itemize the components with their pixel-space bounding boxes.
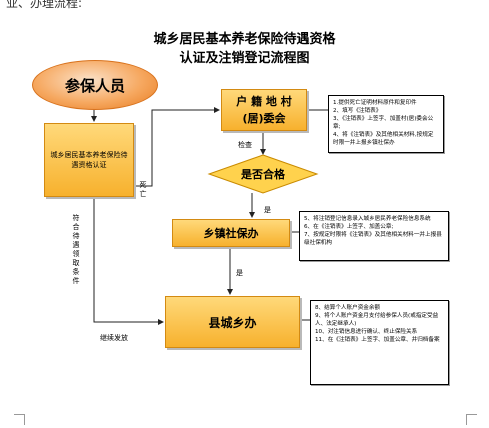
page-corner-mark-left bbox=[14, 414, 25, 425]
note1-step-4: 4、将《注销表》及其他相关材料,按规定时限一并上报乡镇社保办 bbox=[333, 132, 434, 146]
box-village-committee: 户 籍 地 村 (居)委会 bbox=[221, 89, 307, 131]
arrow-death-to-huji bbox=[134, 107, 220, 187]
note2-step-6: 6、在《注销表》上签字、加盖公章; bbox=[304, 224, 394, 230]
box-township-office: 乡镇社保办 bbox=[172, 219, 290, 247]
note2-step-5: 5、将注销登记信息录入城乡居民养老保险信息系统 bbox=[304, 216, 431, 222]
label-yes-1: 是 bbox=[264, 206, 271, 214]
cut-off-top-text: 业、办理流程: bbox=[6, 0, 83, 10]
note2-step-7: 7、按规定时限将《注销表》及其他相关材料一并上报县级社保机构 bbox=[304, 232, 442, 246]
decision-diamond bbox=[207, 154, 319, 194]
label-check: 检查 bbox=[238, 141, 252, 149]
note3-step-8: 8、结算个人账户资金余额 bbox=[315, 305, 381, 311]
note1-step-3: 3、《注销表》上签字、加盖村(居)委会公章; bbox=[333, 116, 434, 130]
page-corner-mark-right bbox=[466, 414, 477, 425]
title-line-1: 城乡居民基本养老保险待遇资格 bbox=[153, 32, 336, 47]
decision-label: 是否合格 bbox=[241, 168, 285, 181]
note-township-steps: 5、将注销登记信息录入城乡居民养老保险信息系统 6、在《注销表》上签字、加盖公章… bbox=[299, 211, 449, 261]
label-continue-payment: 继续发放 bbox=[100, 334, 128, 342]
note1-step-1: 1.提供死亡证明材料原件和复印件 bbox=[333, 100, 417, 106]
label-yes-2: 是 bbox=[236, 269, 243, 277]
village-committee-line1: 户 籍 地 村 bbox=[236, 95, 292, 108]
note-village-steps: 1.提供死亡证明材料原件和复印件 2、填写《注销表》 3、《注销表》上签字、加盖… bbox=[328, 95, 444, 153]
label-eligible: 符合待遇领取条件 bbox=[72, 214, 80, 285]
note1-step-2: 2、填写《注销表》 bbox=[333, 108, 382, 114]
note3-step-10: 10、对注销信息进行确认、终止保险关系 bbox=[315, 329, 418, 335]
box-county-office: 县城乡办 bbox=[165, 296, 300, 348]
box-qualification-auth: 城乡居民基本养老保险待遇资格认证 bbox=[44, 123, 134, 197]
title-line-2: 认证及注销登记流程图 bbox=[179, 51, 310, 66]
note3-step-11: 11、在《注销表》上签字、加盖公章、并归档备案 bbox=[315, 337, 440, 343]
note3-step-9: 9、将个人账户资金月支付给参保人员(或指定受益人、法定继承人) bbox=[315, 313, 439, 327]
label-death: 死亡 bbox=[139, 181, 147, 198]
start-node-insured: 参保人员 bbox=[32, 60, 158, 110]
village-committee-line2: (居)委会 bbox=[242, 112, 286, 125]
note-county-steps: 8、结算个人账户资金余额 9、将个人账户资金月支付给参保人员(或指定受益人、法定… bbox=[310, 300, 449, 385]
arrow-left-to-xian bbox=[93, 197, 164, 325]
